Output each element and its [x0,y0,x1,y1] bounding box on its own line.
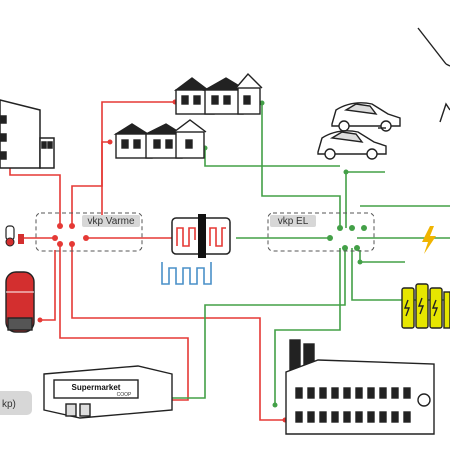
supermarket-name: Supermarket [72,383,121,392]
heat-network [9,101,285,421]
factory-icon [285,339,435,435]
houses-top-icon [173,72,263,115]
batteries-icon [401,283,450,329]
houses-middle-icon [113,119,207,159]
power-hub-label: vkp EL [278,216,309,227]
apartment-block-icon [0,99,55,169]
junction-dots [37,99,367,423]
supermarket-icon [43,365,173,419]
hot-water-tank-icon [5,271,35,333]
power-hub: vkp EL [267,212,375,252]
legend-label: kp) [2,399,16,410]
heat-hub-label: vkp Varme [87,216,134,227]
lightning-icon [422,226,436,254]
electric-car-icon [331,102,401,132]
heat-pump-icon [161,214,231,285]
legend-badge: kp) [0,391,32,415]
heat-hub: vkp Varme [35,212,143,252]
supermarket-sub: COOP [117,392,132,398]
thermometer-icon [5,225,24,247]
wind-turbine-icon [417,27,450,123]
electric-car-icon [317,127,387,160]
